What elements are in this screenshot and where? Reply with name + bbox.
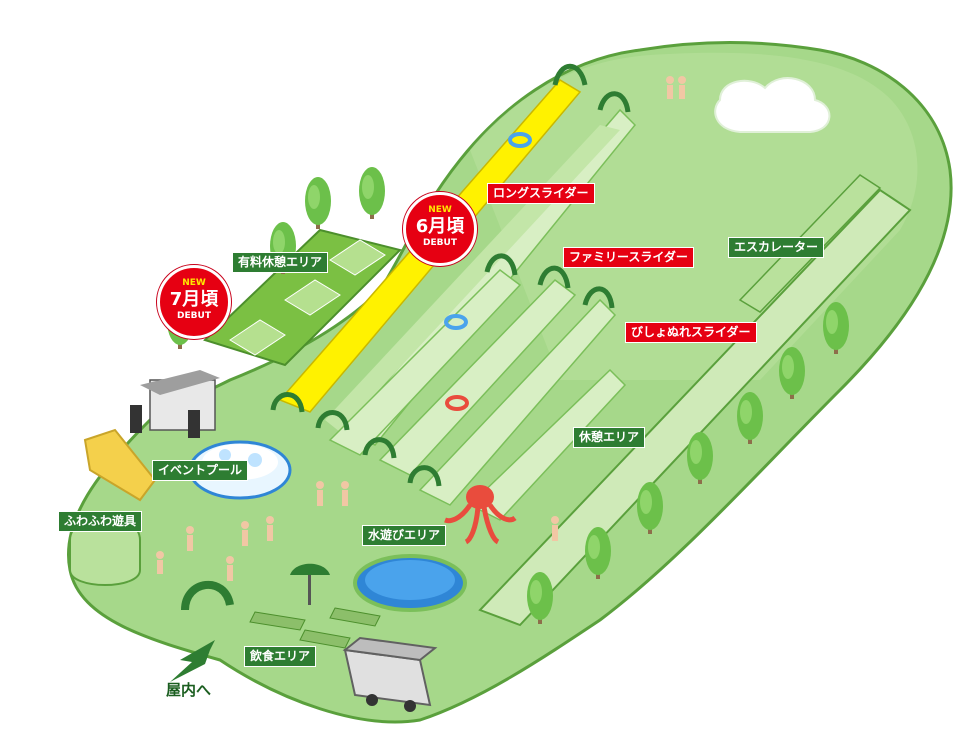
label-long-slider: ロングスライダー xyxy=(487,183,595,204)
label-food-area: 飲食エリア xyxy=(244,646,317,667)
badge-debut-text: DEBUT xyxy=(423,238,457,248)
label-rest-area: 休憩エリア xyxy=(573,427,646,448)
badge-when-text: 6月頃 xyxy=(415,216,465,237)
swim-rings xyxy=(444,132,532,411)
water-play-pool xyxy=(353,554,467,612)
badge-new-text: NEW xyxy=(428,205,452,215)
umbrella-icon xyxy=(290,563,330,605)
badge-debut-text: DEBUT xyxy=(177,311,211,321)
picnic-tables xyxy=(249,607,381,649)
fluffy-play xyxy=(69,428,157,586)
label-event-pool: イベントプール xyxy=(152,460,249,481)
label-to-indoor: 屋内へ xyxy=(166,681,212,699)
label-water-play-area: 水遊びエリア xyxy=(362,525,447,546)
arrow-icon xyxy=(170,640,215,682)
new-badge-july: NEW 7月頃 DEBUT xyxy=(157,265,231,339)
label-escalator: エスカレーター xyxy=(728,237,825,258)
octopus-icon xyxy=(444,485,517,545)
camper-icon xyxy=(342,636,438,712)
label-family-slider: ファミリースライダー xyxy=(563,247,694,268)
visitors xyxy=(156,76,686,581)
stage-icon xyxy=(130,370,220,438)
label-wet-slider: びしょぬれスライダー xyxy=(625,322,757,343)
entrance-arch xyxy=(181,580,234,611)
label-fluffy-play: ふわふわ遊具 xyxy=(58,511,143,532)
new-badge-june: NEW 6月頃 DEBUT xyxy=(403,192,477,266)
badge-when-text: 7月頃 xyxy=(169,289,219,310)
label-paid-rest-area: 有料休憩エリア xyxy=(232,252,329,273)
cloud-shape xyxy=(714,77,831,133)
badge-new-text: NEW xyxy=(182,278,206,288)
